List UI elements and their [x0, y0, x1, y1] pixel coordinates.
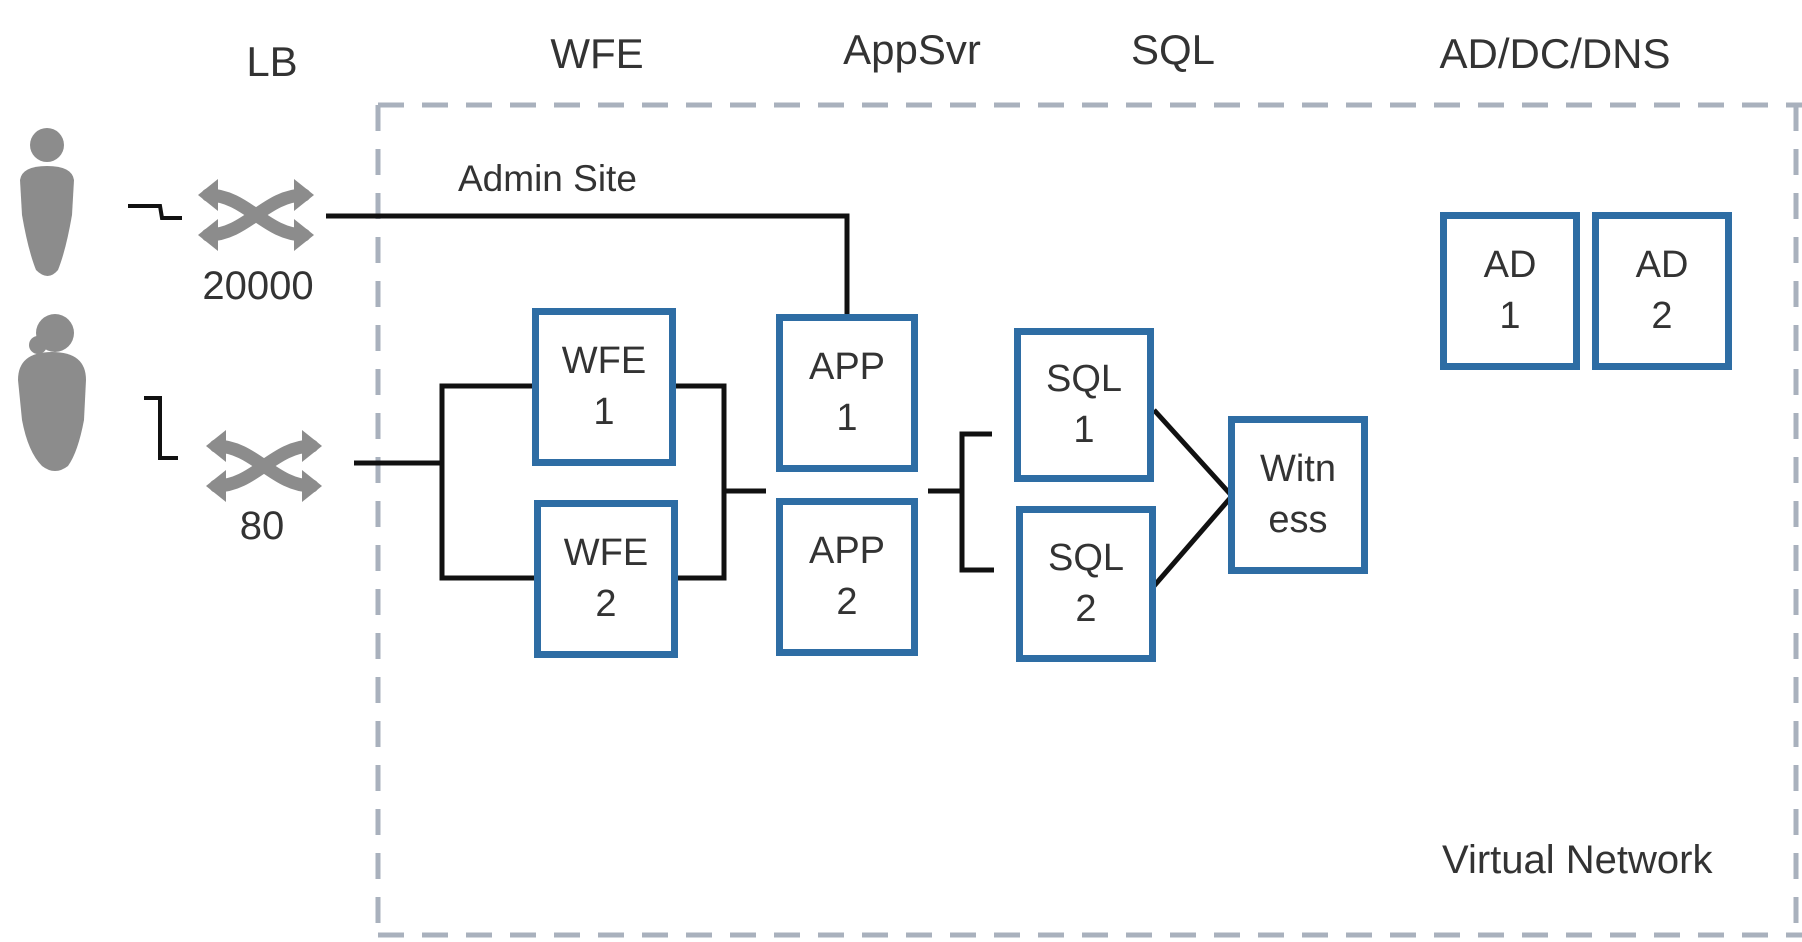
node-number: 2	[836, 581, 858, 623]
admin-site-label: Admin Site	[458, 158, 637, 199]
node-name: WFE	[561, 339, 647, 382]
column-label-sql: SQL	[1130, 26, 1216, 73]
app-1-node: APP 1	[776, 314, 918, 472]
wfe-1-node: WFE 1	[532, 308, 676, 466]
node-number: 1	[593, 391, 615, 433]
column-label-lb: LB	[246, 38, 298, 85]
node-name: AD	[1635, 243, 1689, 286]
load-balancer-icon	[206, 430, 322, 502]
node-number: 1	[1073, 409, 1095, 451]
node-number: 2	[1651, 295, 1673, 337]
port-label-web: 80	[239, 504, 285, 548]
column-label-wfe: WFE	[550, 30, 644, 77]
connectors	[326, 213, 1234, 588]
node-number: 1	[836, 397, 858, 439]
column-label-appsvr: AppSvr	[843, 26, 981, 73]
node-name: SQL	[1045, 357, 1123, 400]
node-number: 2	[595, 583, 617, 625]
app-2-node: APP 2	[776, 498, 918, 656]
witness-node: Witn ess	[1228, 416, 1368, 574]
sql-2-node: SQL 2	[1016, 506, 1156, 662]
column-label-ad: AD/DC/DNS	[1439, 30, 1671, 77]
node-name-continued: ess	[1268, 499, 1328, 541]
load-balancer-icon	[198, 179, 314, 251]
ad-2-node: AD 2	[1592, 212, 1732, 370]
node-name: APP	[808, 345, 886, 388]
wfe-2-node: WFE 2	[534, 500, 678, 658]
port-label-admin: 20000	[202, 264, 314, 308]
node-number: 2	[1075, 588, 1097, 630]
user-icon	[20, 128, 74, 276]
node-name: APP	[808, 529, 886, 572]
virtual-network-boundary	[375, 102, 1802, 938]
ad-1-node: AD 1	[1440, 212, 1580, 370]
user-icon	[18, 314, 86, 471]
node-number: 1	[1499, 295, 1521, 337]
virtual-network-label: Virtual Network	[1442, 838, 1713, 882]
node-name: AD	[1483, 243, 1537, 286]
sql-1-node: SQL 1	[1014, 328, 1154, 482]
node-name: WFE	[563, 531, 649, 574]
link-glyph	[128, 204, 182, 460]
node-name: Witn	[1260, 447, 1336, 490]
node-name: SQL	[1047, 536, 1125, 579]
